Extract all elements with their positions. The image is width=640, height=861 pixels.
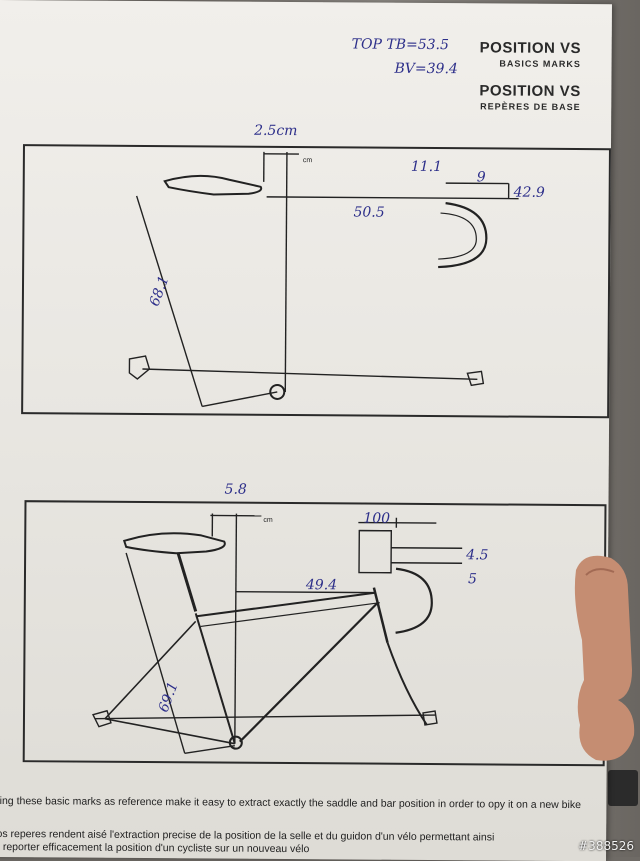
top-drop-b: 9 — [477, 169, 486, 185]
paper-sheet: POSITION VS BASICS MARKS POSITION VS REP… — [0, 0, 612, 861]
top-cm-label: cm — [303, 157, 313, 164]
top-drop-c: 42.9 — [513, 185, 545, 201]
background-device — [608, 770, 638, 806]
bottom-drop-b: 5 — [468, 571, 477, 587]
top-setback-value: 2.5cm — [253, 123, 298, 139]
bottom-setback-value: 5.8 — [225, 482, 247, 498]
bottom-stem: 100 — [363, 511, 390, 527]
diagrams-drawing: cm cm 2.5cm 11.1 9 42.9 50.5 68.1 5.8 10… — [0, 0, 612, 861]
top-saddle-height: 68.1 — [147, 274, 173, 309]
hand-photo — [566, 520, 640, 770]
bottom-drop-a: 4.5 — [465, 547, 488, 563]
watermark-id: #388526 — [578, 839, 634, 853]
bottom-cm-label: cm — [263, 517, 273, 524]
top-reach: 50.5 — [353, 204, 384, 220]
bottom-saddle-height: 69.1 — [156, 680, 182, 715]
bottom-reach: 49.4 — [305, 577, 337, 593]
top-drop-a: 11.1 — [411, 159, 442, 175]
